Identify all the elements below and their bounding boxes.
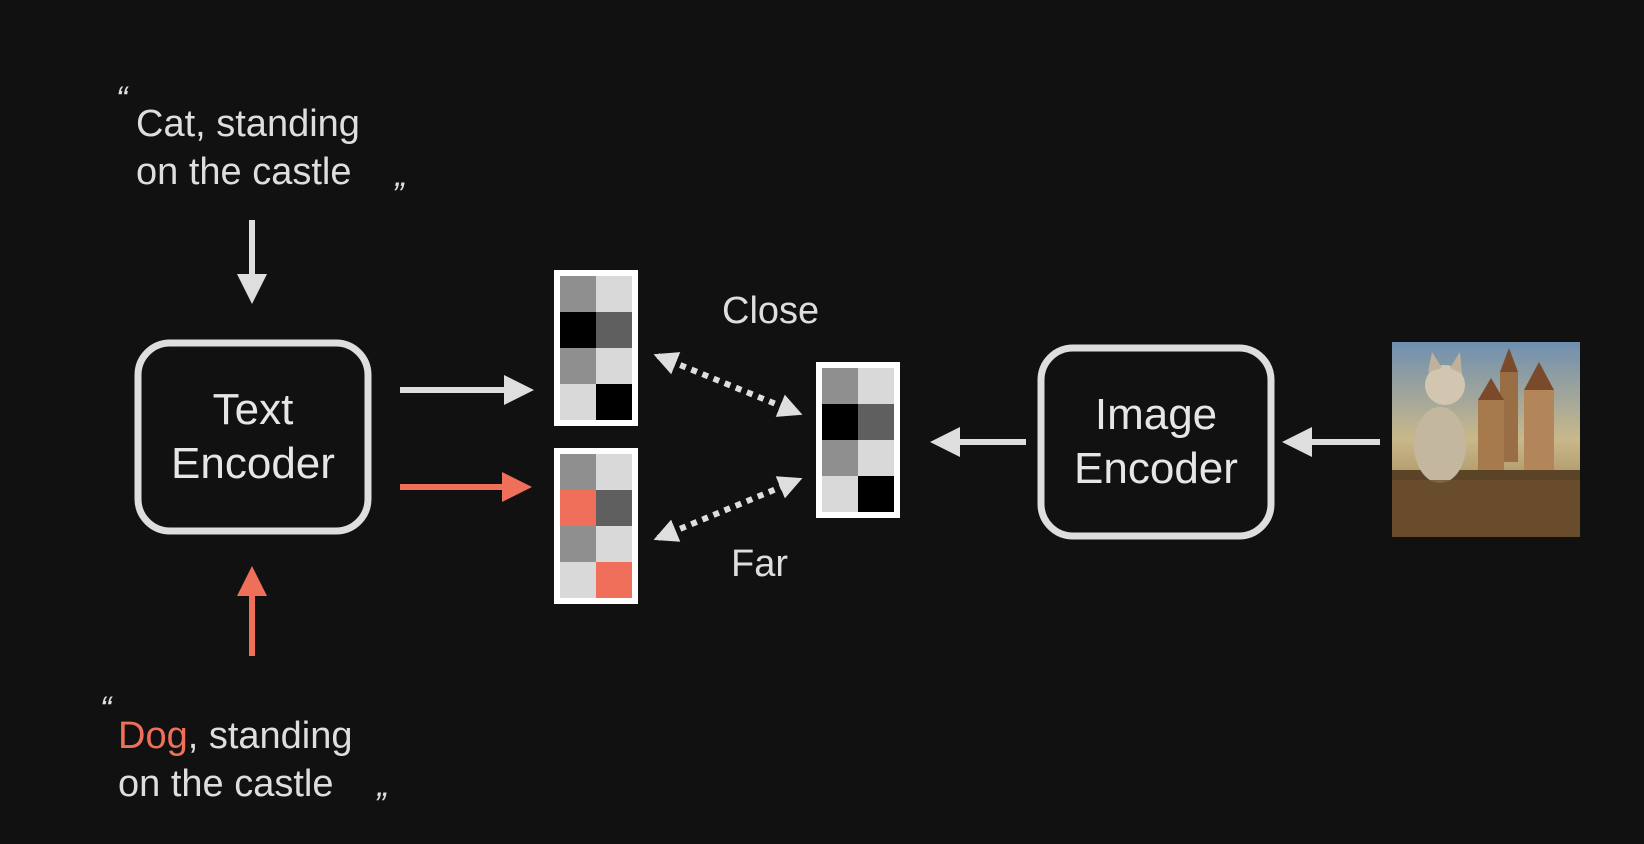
- embedding-cell: [596, 384, 632, 420]
- image-encoder-box: [1037, 344, 1275, 540]
- negative-close-quote: ”: [374, 786, 386, 824]
- embedding-cell: [596, 276, 632, 312]
- close-label: Close: [722, 290, 820, 332]
- positive-open-quote: “: [116, 80, 128, 118]
- negative-prompt-line1: Dog, standing: [118, 712, 353, 760]
- embedding-cell: [560, 276, 596, 312]
- close-dotted-arrow: [653, 352, 803, 417]
- cat-on-castle-painting-icon: [1392, 342, 1580, 537]
- embedding-cell: [560, 312, 596, 348]
- embedding-cell: [596, 526, 632, 562]
- embedding-cell: [596, 454, 632, 490]
- positive-prompt-line2: on the castle: [136, 151, 352, 193]
- negative-prompt-highlight: Dog: [118, 715, 188, 757]
- embedding-cell: [858, 404, 894, 440]
- embedding-cell: [822, 476, 858, 512]
- text-encoder-box: [134, 339, 372, 535]
- image-encoder-line2: Encoder: [1074, 444, 1238, 493]
- embedding-cell: [596, 562, 632, 598]
- embedding-cell: [596, 348, 632, 384]
- image-encoder-line1: Image: [1094, 390, 1218, 439]
- positive-close-quote: ”: [392, 176, 404, 214]
- negative-open-quote: “: [100, 690, 112, 728]
- embedding-cell: [858, 368, 894, 404]
- embedding-cell: [560, 384, 596, 420]
- image-embedding: [816, 362, 900, 518]
- text-encoder-label: Text Encoder: [138, 383, 368, 491]
- embedding-cell: [822, 404, 858, 440]
- cat-text-embedding: [554, 270, 638, 426]
- embedding-cell: [858, 440, 894, 476]
- dog-text-embedding: [554, 448, 638, 604]
- embedding-cell: [560, 454, 596, 490]
- embedding-cell: [596, 490, 632, 526]
- embedding-cell: [822, 368, 858, 404]
- text-encoder-line2: Encoder: [171, 439, 335, 488]
- embedding-cell: [560, 348, 596, 384]
- embedding-cell: [560, 490, 596, 526]
- negative-prompt-line1-rest: , standing: [187, 715, 353, 757]
- embedding-cell: [560, 562, 596, 598]
- text-encoder-line1: Text: [212, 385, 294, 434]
- image-encoder-label: Image Encoder: [1041, 388, 1271, 496]
- far-dotted-arrow: [653, 476, 803, 542]
- positive-prompt-line1: Cat, standing: [136, 103, 360, 145]
- embedding-cell: [822, 440, 858, 476]
- embedding-cell: [858, 476, 894, 512]
- far-label: Far: [731, 543, 788, 585]
- embedding-cell: [560, 526, 596, 562]
- negative-prompt-line2: on the castle: [118, 763, 334, 805]
- embedding-cell: [596, 312, 632, 348]
